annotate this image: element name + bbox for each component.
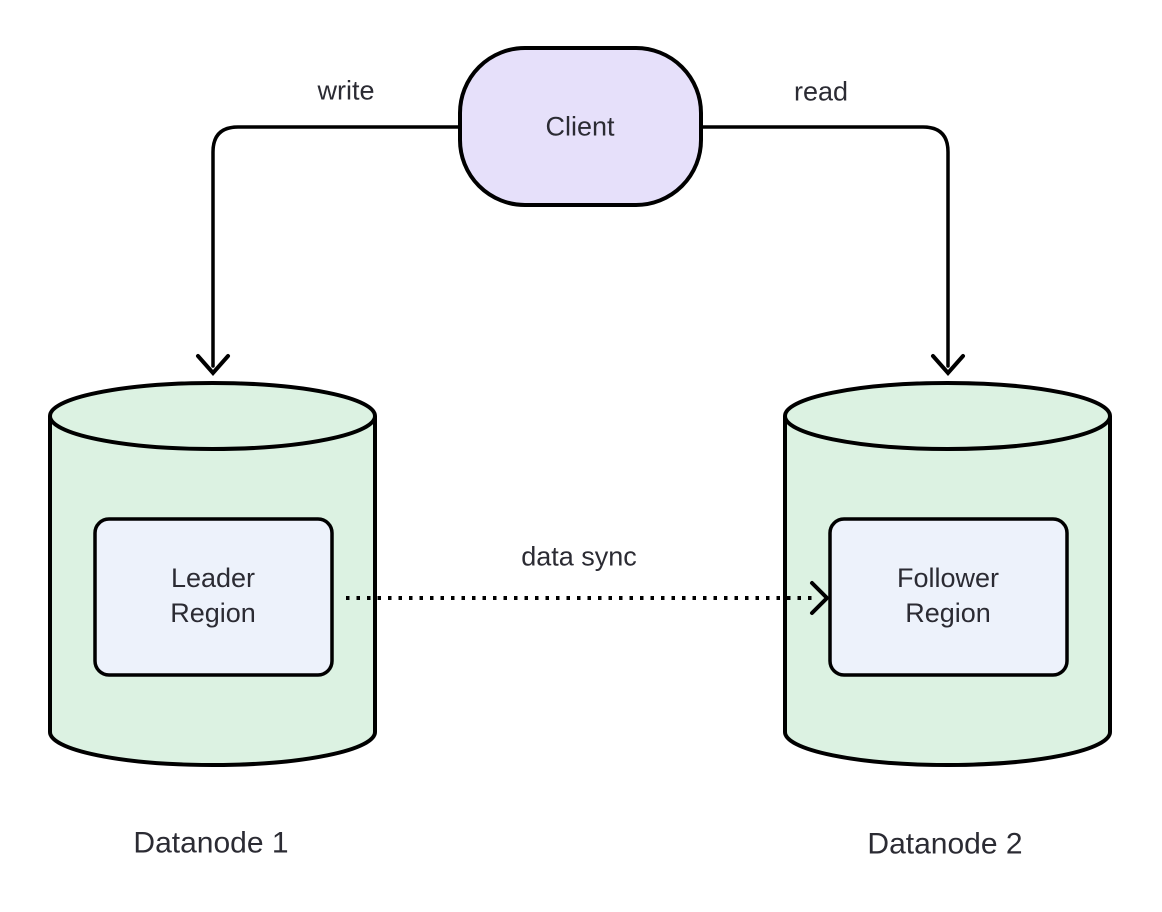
datanode1-cylinder-top-arc <box>48 415 377 451</box>
write-edge-arrowhead-icon <box>196 354 230 377</box>
client-node-label: Client <box>545 111 615 142</box>
data-sync-edge-label: data sync <box>521 541 637 572</box>
write-edge <box>196 125 462 377</box>
leader-region-label: Leader Region <box>170 562 256 628</box>
read-edge-line <box>699 125 950 368</box>
data-sync-edge <box>346 581 830 615</box>
follower-region-label: Follower Region <box>896 562 1000 628</box>
follower-region-box <box>828 517 1069 677</box>
read-edge <box>699 125 965 377</box>
write-edge-label: write <box>317 75 375 106</box>
client-node <box>458 46 703 207</box>
write-edge-line <box>211 125 462 368</box>
datanode2-cylinder-top-arc <box>783 415 1112 451</box>
datanode1-label: Datanode 1 <box>133 826 289 860</box>
data-sync-edge-arrowhead-icon <box>810 581 830 615</box>
datanode2-label: Datanode 2 <box>867 827 1023 861</box>
read-edge-arrowhead-icon <box>931 354 965 377</box>
read-edge-label: read <box>793 76 849 107</box>
leader-region-box <box>93 517 334 677</box>
